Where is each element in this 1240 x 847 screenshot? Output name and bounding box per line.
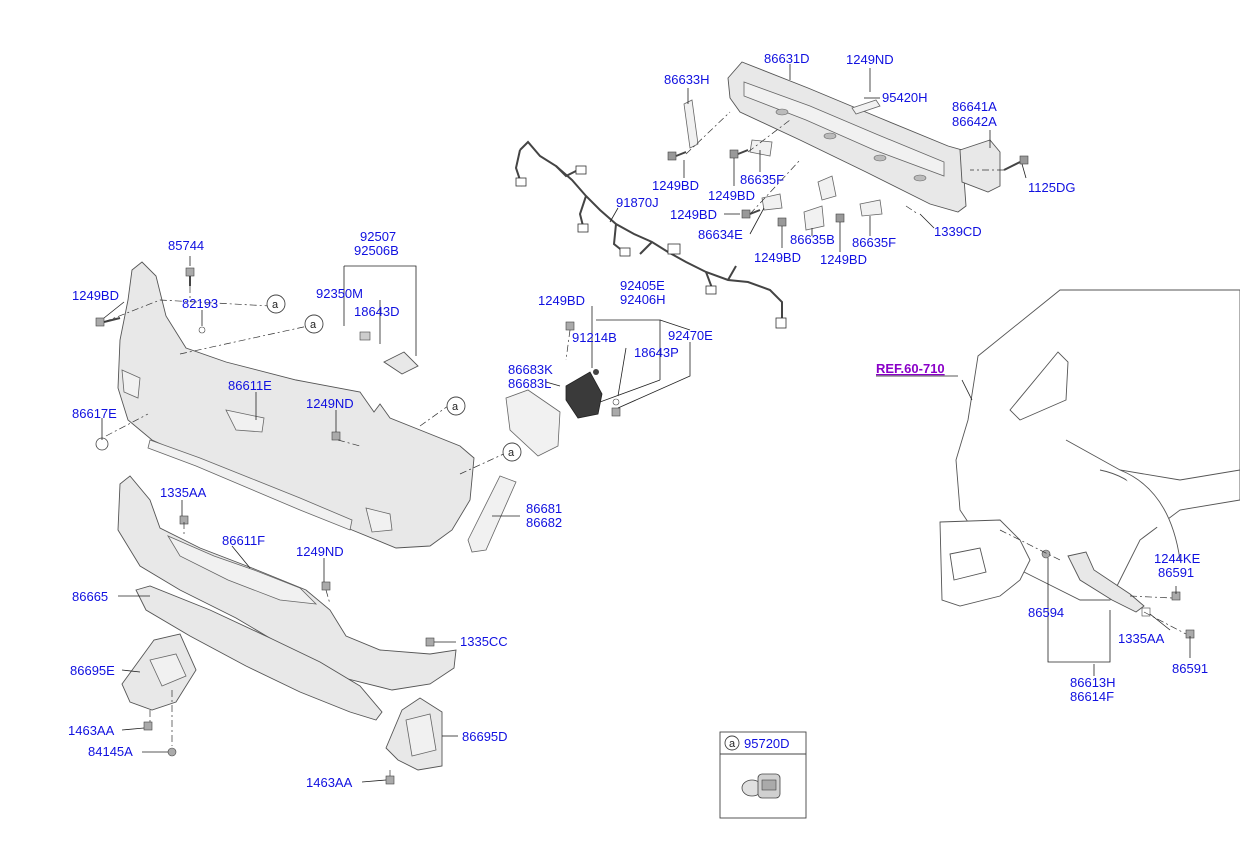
label-86611f: 86611F: [222, 533, 265, 548]
rear-beam-part: [727, 61, 967, 213]
label-86695e: 86695E: [70, 663, 115, 678]
label-86611e: 86611E: [228, 378, 272, 393]
label-86635f-b: 86635F: [852, 235, 896, 250]
label-86633h: 86633H: [664, 72, 710, 87]
parking-sensor-icon: [741, 773, 781, 799]
label-1244ke: 1244KE: [1154, 551, 1201, 566]
label-84145a: 84145A: [88, 744, 133, 759]
lower-bumper-part: [117, 475, 457, 691]
label-92507: 92507: [360, 229, 396, 244]
label-91870j: 91870J: [616, 195, 659, 210]
wiring-harness-part: [514, 140, 787, 329]
license-lamp-part: [359, 331, 419, 375]
label-1125dg: 1125DG: [1028, 180, 1075, 195]
label-1463aa-a: 1463AA: [68, 723, 115, 738]
label-86635b: 86635B: [790, 232, 835, 247]
callout-a-2: a: [310, 319, 317, 331]
label-86614f: 86614F: [1070, 689, 1114, 704]
label-86594: 86594: [1028, 605, 1064, 620]
label-1249bd-left: 1249BD: [72, 288, 119, 303]
label-86613h: 86613H: [1070, 675, 1116, 690]
leader-lines: [101, 64, 1191, 783]
label-85744: 85744: [168, 238, 204, 253]
label-86683k: 86683K: [508, 362, 553, 377]
callout-circles: a a a a: [266, 294, 522, 462]
strap-86633h: [683, 99, 699, 149]
label-1249nd-low: 1249ND: [296, 544, 344, 559]
label-86641a: 86641A: [952, 99, 997, 114]
label-86642a: 86642A: [952, 114, 997, 129]
fender-bracket-part: [1041, 549, 1195, 639]
beam-bracket-part: [959, 139, 1001, 193]
label-86631d: 86631D: [764, 51, 810, 66]
label-1249bd-a: 1249BD: [652, 178, 699, 193]
label-86695d: 86695D: [462, 729, 508, 744]
label-18643p: 18643P: [634, 345, 679, 360]
label-86591-a: 86591: [1158, 565, 1194, 580]
label-86682: 86682: [526, 515, 562, 530]
label-86617e: 86617E: [72, 406, 117, 421]
label-91214b: 91214B: [572, 330, 617, 345]
callout-a-3: a: [452, 401, 459, 413]
label-1335aa-left: 1335AA: [160, 485, 207, 500]
label-92470e: 92470E: [668, 328, 713, 343]
bracket-86695d: [385, 697, 443, 771]
callout-a-4: a: [508, 447, 515, 459]
label-95420h: 95420H: [882, 90, 928, 105]
label-1335aa-right: 1335AA: [1118, 631, 1165, 646]
part-labels: 86631D 1249ND 86633H 95420H 86641A 86642…: [68, 51, 1208, 790]
callout-a-1: a: [272, 299, 279, 311]
label-1335cc: 1335CC: [460, 634, 508, 649]
inset-callout-a: a: [729, 738, 736, 750]
bumper-cover-part: [117, 261, 475, 549]
label-86665: 86665: [72, 589, 108, 604]
label-92350m: 92350M: [316, 286, 363, 301]
ref-label[interactable]: REF.60-710: [876, 361, 945, 376]
inset-box: a 95720D: [719, 731, 807, 819]
label-92506b: 92506B: [354, 243, 399, 258]
label-86683l: 86683L: [508, 376, 551, 391]
fasteners-left: [95, 267, 621, 785]
bolts-upper: [667, 149, 1029, 227]
reflector-part: [467, 475, 517, 553]
label-1249bd-d: 1249BD: [754, 250, 801, 265]
label-86591-b: 86591: [1172, 661, 1208, 676]
car-body-reference: [939, 289, 1240, 607]
label-1339cd: 1339CD: [934, 224, 982, 239]
label-1249nd-top: 1249ND: [846, 52, 894, 67]
skid-plate-part: [135, 585, 383, 721]
label-1249bd-e: 1249BD: [820, 252, 867, 267]
sensor-holder-part: [505, 371, 603, 457]
label-86681: 86681: [526, 501, 562, 516]
label-86634e: 86634E: [698, 227, 743, 242]
label-82193: 82193: [182, 296, 218, 311]
label-1249nd-mid: 1249ND: [306, 396, 354, 411]
label-1249bd-b: 1249BD: [708, 188, 755, 203]
label-92405e: 92405E: [620, 278, 665, 293]
clip-95420h: [851, 99, 881, 115]
label-1463aa-b: 1463AA: [306, 775, 353, 790]
label-86635f-a: 86635F: [740, 172, 784, 187]
bracket-86695e: [121, 633, 197, 711]
label-92406h: 92406H: [620, 292, 666, 307]
label-18643d: 18643D: [354, 304, 400, 319]
brackets-86635: [749, 139, 883, 231]
label-1249bd-c: 1249BD: [670, 207, 717, 222]
inset-part-label: 95720D: [744, 736, 790, 751]
label-1249bd-mid: 1249BD: [538, 293, 585, 308]
